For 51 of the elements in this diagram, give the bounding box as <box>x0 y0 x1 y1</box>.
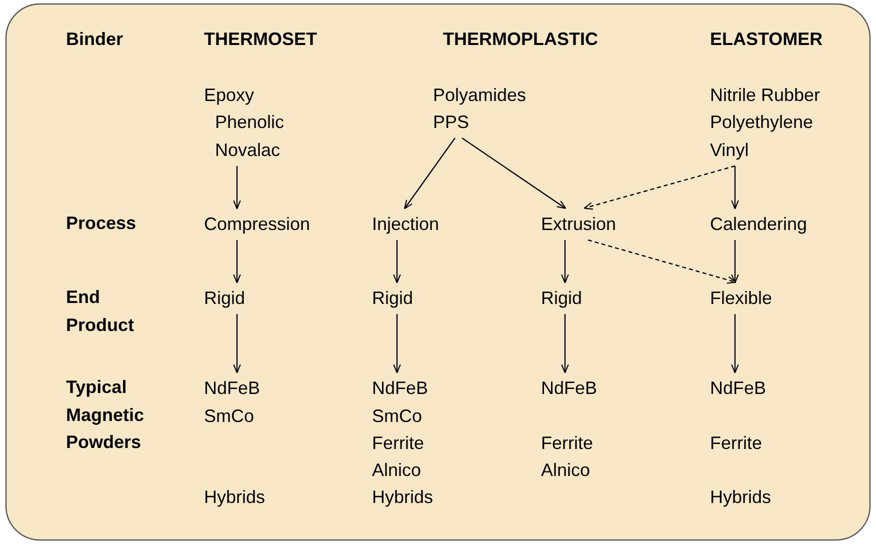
arrow <box>462 138 566 210</box>
arrow <box>731 166 739 210</box>
dashed-arrow <box>588 239 736 284</box>
row-heading: Binder <box>66 28 124 51</box>
arrow <box>233 314 241 374</box>
node-text: Alnico <box>372 459 422 482</box>
column-heading: ELASTOMER <box>710 28 823 51</box>
node-text: Alnico <box>541 459 590 482</box>
node-text: Hybrids <box>204 486 266 509</box>
node-text: NdFeB <box>541 377 598 400</box>
node-text: Extrusion <box>541 213 616 236</box>
node-text: Ferrite <box>710 432 762 455</box>
node-text: Injection <box>372 213 440 236</box>
node-text: Polyamides <box>433 84 526 107</box>
node-text: NdFeB <box>204 377 260 400</box>
arrow <box>561 240 569 284</box>
dashed-arrow <box>584 165 736 210</box>
node-text: Epoxy <box>204 84 254 107</box>
arrow <box>393 314 401 374</box>
node-text: Calendering <box>710 213 808 236</box>
node-text: Compression <box>204 213 310 236</box>
node-text: Flexible <box>710 287 772 310</box>
arrow <box>731 240 739 284</box>
row-heading: Process <box>66 212 136 235</box>
arrow <box>731 314 739 374</box>
node-text: Hybrids <box>372 486 434 509</box>
node-text: Rigid <box>372 287 414 310</box>
node-text: Polyethylene <box>710 111 814 134</box>
arrow <box>561 314 569 374</box>
node-text: Phenolic <box>215 111 284 134</box>
column-heading: THERMOSET <box>204 28 318 51</box>
row-heading: End Product <box>66 286 134 336</box>
node-text: NdFeB <box>372 377 428 400</box>
node-text: PPS <box>433 111 470 134</box>
node-text: Rigid <box>204 287 246 310</box>
node-text: Novalac <box>215 139 280 162</box>
node-text: Rigid <box>541 287 582 310</box>
arrow <box>233 166 241 210</box>
arrow <box>393 240 401 284</box>
node-text: Ferrite <box>541 432 594 455</box>
arrow <box>233 240 241 284</box>
node-text: SmCo <box>204 405 254 428</box>
node-text: SmCo <box>372 405 422 428</box>
column-heading: THERMOPLASTIC <box>443 28 598 51</box>
node-text: Hybrids <box>710 486 772 509</box>
node-text: Nitrile Rubber <box>710 84 820 107</box>
node-text: NdFeB <box>710 377 766 400</box>
node-text: Vinyl <box>710 139 749 162</box>
arrow <box>404 138 456 210</box>
node-text: Ferrite <box>372 432 424 455</box>
row-heading: Typical Magnetic Powders <box>66 376 144 454</box>
